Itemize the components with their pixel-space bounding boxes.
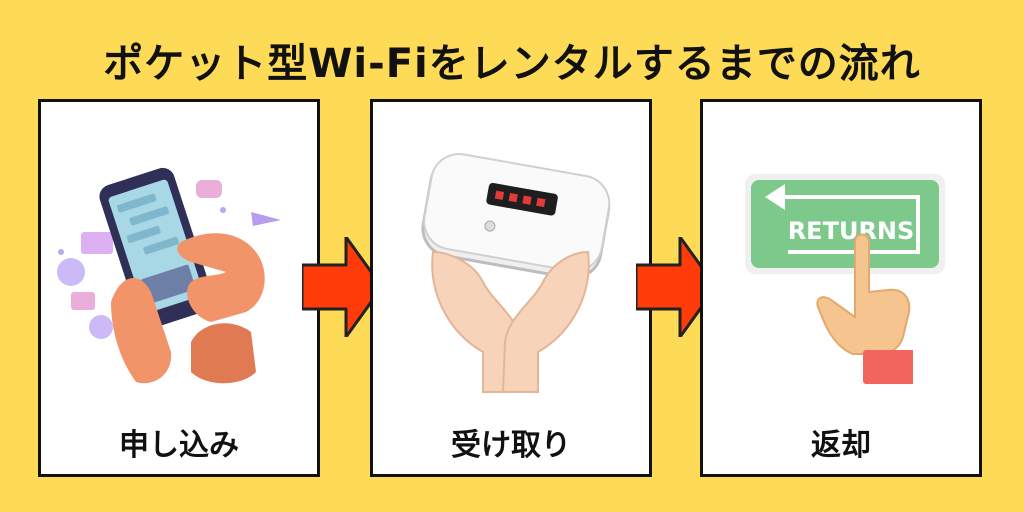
page-title: ポケット型Wi-Fiをレンタルするまでの流れ [103,41,921,87]
step-label-apply: 申し込み [119,428,239,463]
step-label-return: 返却 [811,428,871,463]
step-apply: 申し込み [38,99,320,477]
arrow-right-icon [636,237,716,337]
step-return: RETURNS 返却 [700,99,982,477]
step-label-receive: 受け取り [451,428,571,463]
returns-sign-hand-icon: RETURNS [745,174,945,388]
pocket-wifi-router-icon [421,153,611,393]
step-receive: 受け取り [370,99,652,477]
returns-sign-text: RETURNS [788,217,915,245]
smartphone-hands-icon [57,167,281,384]
arrow-right-icon [302,237,382,337]
